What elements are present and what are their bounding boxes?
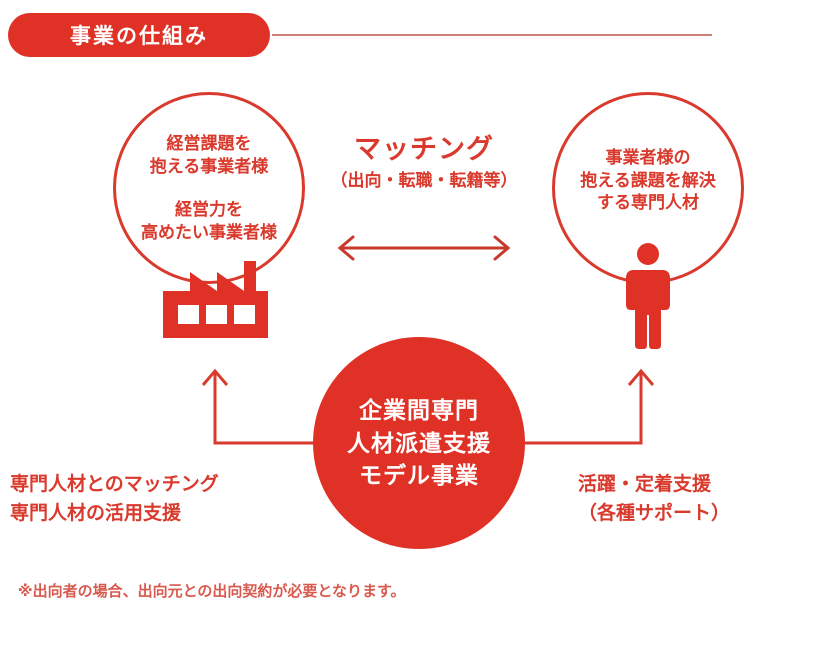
matching-label-block: マッチング （出向・転職・転籍等） [324,134,524,192]
footnote-text: ※出向者の場合、出向元との出向契約が必要となります。 [18,583,406,600]
left-connector-arrow [201,368,313,445]
page-title: 事業の仕組み [70,25,208,48]
center-circle-line-2: 人材派遣支援 [347,429,491,456]
right-support-line-1: 活躍・定着支援 [578,474,712,495]
left-stakeholder-circle: 経営課題を 抱える事業者様 経営力を 高めたい事業者様 [113,92,305,284]
right-circle-line-3: する専門人材 [597,193,699,213]
right-circle-line-2: 抱える課題を解決 [580,170,716,190]
right-connector-arrow [525,368,655,445]
left-circle-line-3: 経営力を [175,200,243,219]
center-circle-line-1: 企業間専門 [359,397,479,424]
center-program-circle: 企業間専門 人材派遣支援 モデル事業 [313,337,525,549]
left-support-line-1: 専門人材とのマッチング [10,474,219,495]
left-support-label: 専門人材とのマッチング 専門人材の活用支援 [10,470,219,529]
right-support-label: 活躍・定着支援 （各種サポート） [578,470,730,529]
header-divider-line [272,34,712,36]
center-circle-line-3: モデル事業 [359,462,479,489]
left-circle-text-group-2: 経営力を 高めたい事業者様 [116,199,302,244]
center-circle-text-group: 企業間専門 人材派遣支援 モデル事業 [347,394,491,492]
left-support-line-2: 専門人材の活用支援 [10,503,182,525]
right-support-line-2: （各種サポート） [578,503,731,525]
matching-title: マッチング [354,134,494,164]
left-circle-text-group-1: 経営課題を 抱える事業者様 [116,133,302,178]
section-title-badge: 事業の仕組み [8,13,270,57]
matching-subtitle: （出向・転職・転籍等） [330,171,518,191]
left-circle-line-2: 抱える事業者様 [149,156,269,176]
right-circle-text-group: 事業者様の 抱える課題を解決 する専門人材 [555,147,741,215]
left-circle-line-1: 経営課題を [166,134,252,153]
matching-double-arrow [337,235,511,261]
left-circle-line-4: 高めたい事業者様 [141,222,277,242]
right-stakeholder-circle: 事業者様の 抱える課題を解決 する専門人材 [552,92,744,284]
right-circle-line-1: 事業者様の [605,148,691,167]
